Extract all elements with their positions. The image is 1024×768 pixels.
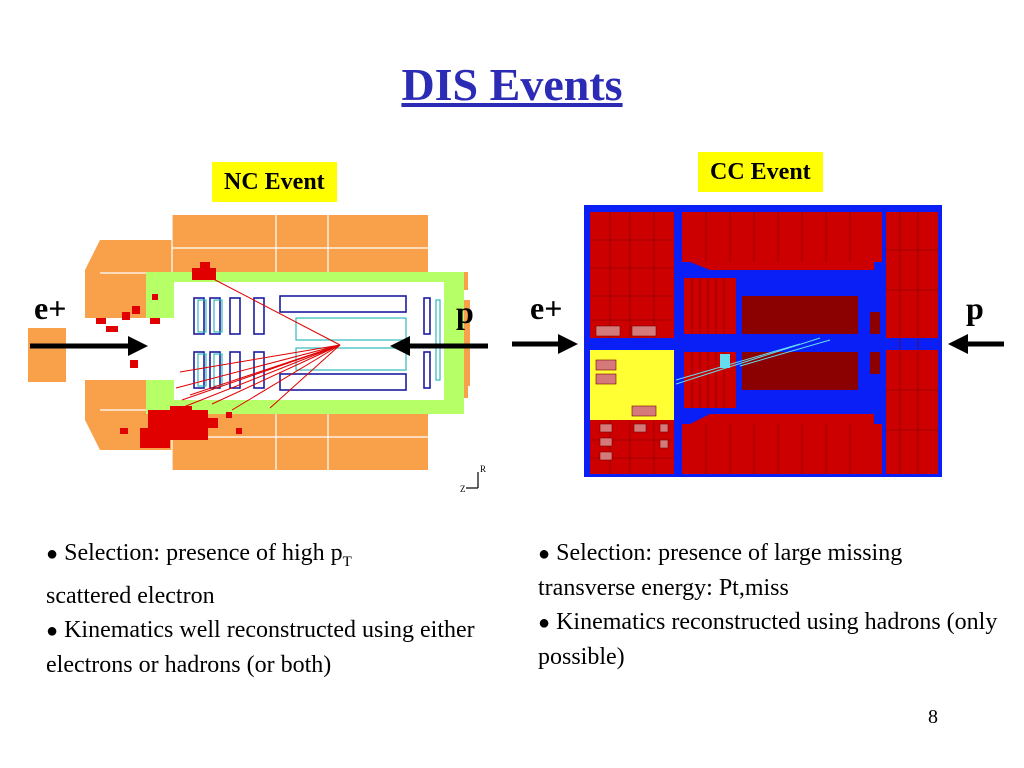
bullet-dot-icon: ● [46,619,59,642]
bullet-dot-icon: ● [538,612,551,634]
bullet-dot-icon: ● [46,543,59,565]
nc-left-small-calo [28,328,66,382]
cc-hit-deposit [720,354,730,368]
cc-beam-arrows [512,334,1004,354]
nc-bullet-2: ● Kinematics well reconstructed using ei… [46,613,516,682]
nc-bullet-1-continuation: scattered electron [46,582,215,609]
nc-bullet-1-subscript: T [342,553,352,570]
nc-proton-label: p [456,294,474,330]
nc-bullet-list: ● Selection: presence of high pT scatter… [46,536,516,682]
nc-event-label: NC Event [212,162,337,202]
cc-bullet-1-text: Selection: presence of large missing tra… [538,540,903,601]
page-number: 8 [928,706,938,728]
nc-electron-arrow-icon [128,336,148,356]
nc-bullet-2-text: Kinematics well reconstructed using eith… [46,616,475,678]
nc-bullet-1-text: Selection: presence of high p [64,540,343,566]
nc-bullet-1: ● Selection: presence of high pT scatter… [46,536,516,613]
nc-proton-arrow-icon [390,336,410,356]
slide-title: DIS Events [401,59,623,110]
cc-bullet-2-text: Kinematics reconstructed using hadrons (… [538,609,998,670]
cc-proton-label: p [966,290,984,326]
cc-event-display [512,205,1004,477]
cc-bullet-2: ● Kinematics reconstructed using hadrons… [538,605,998,674]
nc-axis-z-label: Z [460,484,466,494]
nc-positron-label: e+ [34,290,67,326]
cc-event-label: CC Event [698,152,823,192]
cc-bullet-1: ● Selection: presence of large missing t… [538,536,998,605]
cc-electron-arrow-icon [558,334,578,354]
cc-bullet-list: ● Selection: presence of large missing t… [538,536,998,674]
nc-beam-arrows [30,336,488,356]
nc-axis-r-label: R [480,464,486,474]
cc-positron-label: e+ [530,290,563,326]
bullet-dot-icon: ● [538,543,551,565]
cc-proton-arrow-icon [948,334,968,354]
nc-event-display: R Z [28,215,488,494]
